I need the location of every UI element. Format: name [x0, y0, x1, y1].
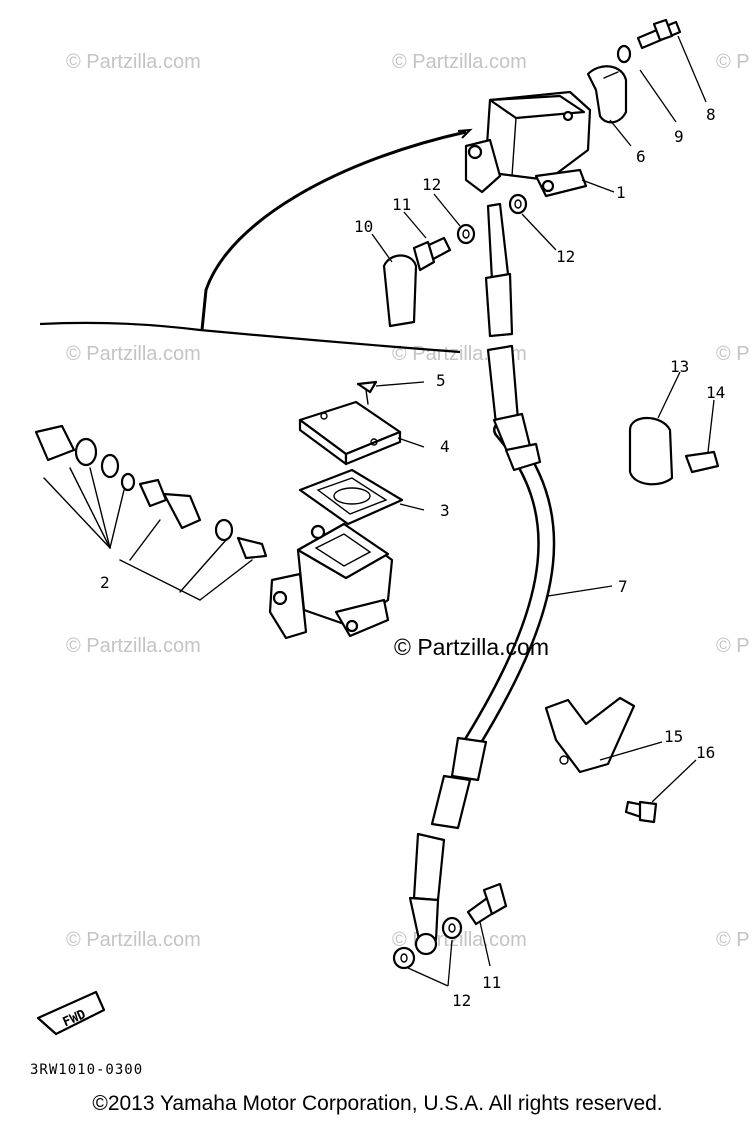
callout-5: 5: [436, 371, 446, 390]
callout-numbers: 1 2 3 4 5 6 7 8 9 10 11 11 12 12 12 13 1…: [100, 105, 725, 1010]
piston-kit-2: [34, 424, 268, 601]
watermark-layer: © Partzilla.com © Partzilla.com © P © Pa…: [66, 51, 750, 951]
watermark: © Partzilla.com: [66, 929, 201, 951]
clamp-part: [586, 65, 628, 124]
callout-12: 12: [422, 175, 441, 194]
callout-12: 12: [452, 991, 471, 1010]
watermark: © P: [716, 51, 750, 73]
leader-lines: [371, 35, 715, 987]
callout-10: 10: [354, 217, 373, 236]
washer-12: [441, 916, 463, 940]
washer-9: [616, 44, 632, 64]
watermark: © P: [716, 635, 750, 657]
cap-10: [382, 254, 418, 328]
reservoir-cap-4: [298, 400, 402, 466]
bolt-8: [636, 18, 682, 50]
hose-clip-13: [628, 417, 674, 486]
callout-6: 6: [636, 147, 646, 166]
callout-2: 2: [100, 573, 110, 592]
callout-11: 11: [392, 195, 411, 214]
union-bolt-11-lower: [466, 882, 508, 926]
screw-5: [356, 380, 378, 405]
watermark: © P: [716, 343, 750, 365]
callout-9: 9: [674, 127, 684, 146]
callout-15: 15: [664, 727, 683, 746]
callout-1: 1: [616, 183, 626, 202]
callout-3: 3: [440, 501, 450, 520]
copyright-notice: ©2013 Yamaha Motor Corporation, U.S.A. A…: [92, 1092, 663, 1115]
callout-16: 16: [696, 743, 715, 762]
callout-8: 8: [706, 105, 716, 124]
callout-7: 7: [618, 577, 628, 596]
union-bolt-11: [412, 236, 452, 272]
callout-14: 14: [706, 383, 725, 402]
handlebar-outline: [39, 128, 473, 354]
washer-12: [508, 193, 528, 215]
diaphragm-3: [298, 468, 404, 526]
bolt-16: [624, 800, 658, 824]
screw-14: [684, 450, 720, 474]
callout-12: 12: [556, 247, 575, 266]
watermark: © Partzilla.com: [66, 343, 201, 365]
callout-11: 11: [482, 973, 501, 992]
brake-hose-7: [408, 202, 556, 956]
diagram-code: 3RW1010-0300: [30, 1062, 143, 1078]
watermark: © Partzilla.com: [66, 51, 201, 73]
watermark: © P: [716, 929, 750, 951]
callout-13: 13: [670, 357, 689, 376]
master-cylinder-assembly: [464, 90, 592, 198]
washer-12: [456, 223, 476, 245]
watermark: © Partzilla.com: [66, 635, 201, 657]
master-cylinder-body: [268, 522, 394, 640]
callout-4: 4: [440, 437, 450, 456]
watermark: © Partzilla.com: [392, 51, 527, 73]
bracket-15: [544, 696, 636, 774]
fwd-arrow: FWD: [36, 990, 106, 1036]
partzilla-watermark: © Partzilla.com: [394, 634, 549, 660]
washer-12: [392, 946, 416, 970]
